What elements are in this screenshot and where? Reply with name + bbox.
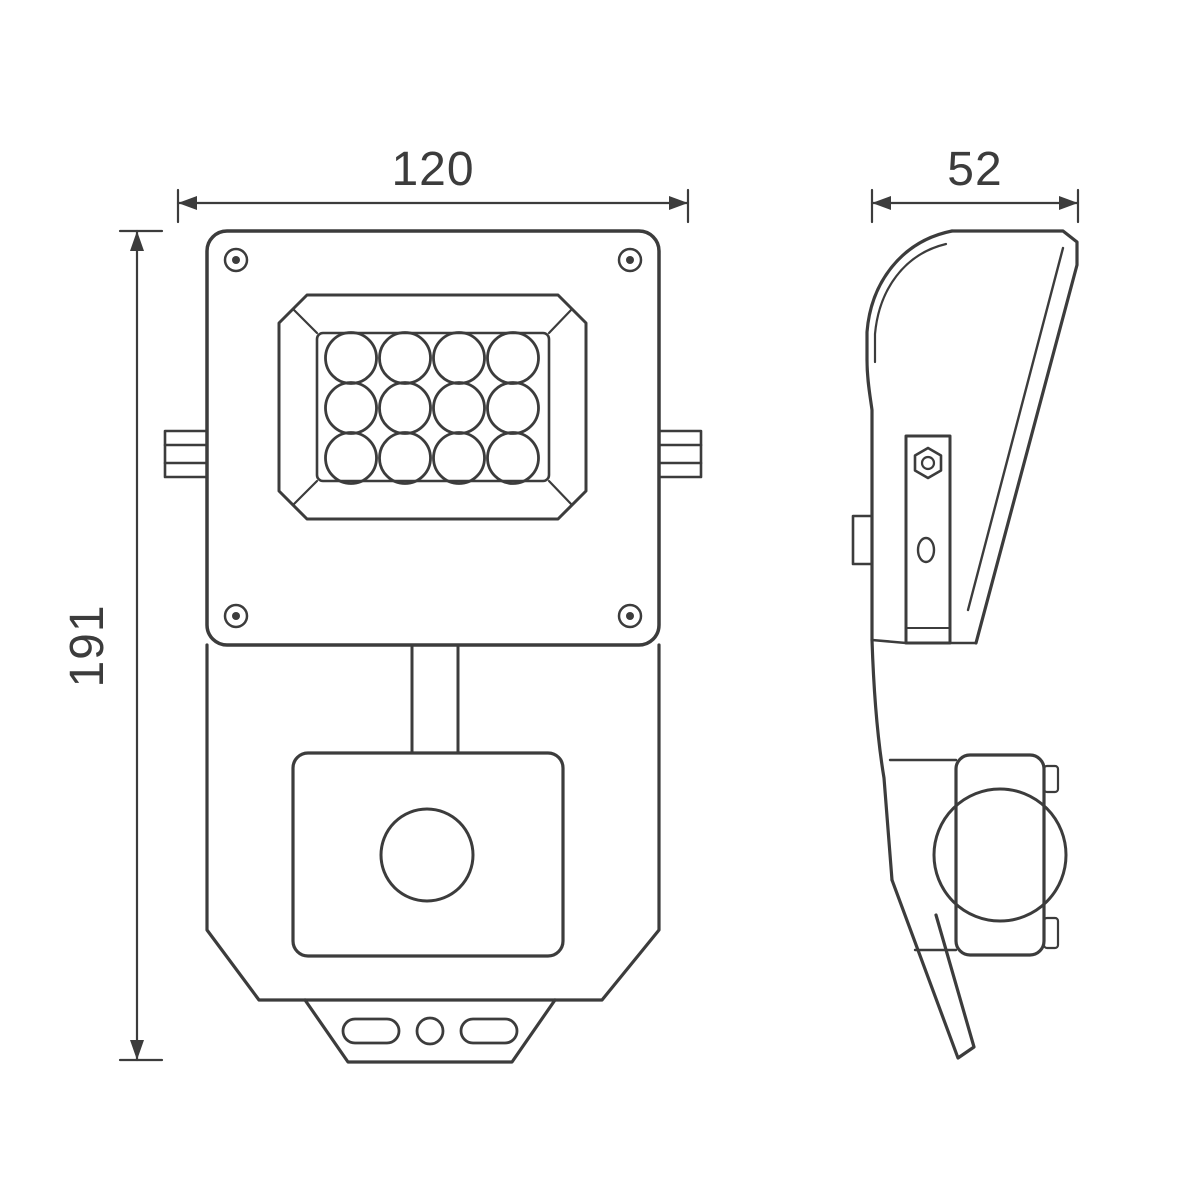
side-sensor-dome: [932, 787, 1068, 923]
led-circle: [378, 381, 432, 435]
side-head-bottom: [870, 638, 908, 645]
dimension-height: 191: [61, 229, 164, 1062]
led-circle: [378, 331, 432, 385]
width-arrow-left-icon: [178, 196, 197, 210]
front-view: [163, 229, 703, 1064]
screw-center: [626, 612, 634, 620]
led-circle: [486, 381, 540, 435]
led-circle: [324, 431, 378, 485]
side-head-front-inner: [873, 242, 948, 364]
depth-arrow-right-icon: [1059, 196, 1078, 210]
led-circle: [432, 431, 486, 485]
front-housing-body: [205, 229, 661, 647]
dimension-depth: 52: [870, 143, 1080, 224]
bracket-slot: [916, 536, 936, 564]
led-circle: [324, 331, 378, 385]
screw-center: [626, 256, 634, 264]
side-tab: [851, 514, 874, 566]
side-head-back-inner: [966, 246, 1065, 612]
bracket-bolt-icon: [913, 446, 943, 480]
lens-frame-outer: [277, 293, 588, 521]
screw-icon: [617, 603, 643, 629]
depth-dimension-label: 52: [947, 143, 1002, 196]
width-arrow-right-icon: [669, 196, 688, 210]
bottom-hole: [415, 1016, 445, 1046]
side-body-edge: [870, 638, 894, 882]
width-dimension-label: 120: [391, 143, 474, 196]
screw-center: [232, 256, 240, 264]
rear-plate: [205, 643, 661, 1064]
side-head-back: [950, 229, 1079, 645]
bottom-slots: [341, 1016, 519, 1046]
cable-slot: [459, 1017, 519, 1045]
side-sensor-housing: [954, 753, 1046, 957]
bevel-line: [547, 307, 574, 335]
side-head-front: [865, 229, 954, 642]
sensor-neck: [410, 643, 460, 755]
led-circle: [378, 431, 432, 485]
pir-sensor-box: [291, 751, 565, 958]
bevel-line: [291, 479, 319, 507]
bevel-line: [291, 307, 319, 335]
led-array: [324, 331, 540, 485]
lens-frame: [277, 293, 588, 521]
height-arrow-bottom-icon: [130, 1040, 144, 1060]
screw-center: [232, 612, 240, 620]
lens-frame-inner: [315, 331, 551, 483]
bevel-line: [547, 479, 574, 507]
dimension-width: 120: [176, 143, 690, 224]
screw-icon: [223, 603, 249, 629]
height-arrow-top-icon: [130, 231, 144, 251]
led-circle: [486, 331, 540, 385]
side-bracket: [904, 434, 952, 645]
corner-screws: [223, 247, 643, 629]
led-circle: [432, 331, 486, 385]
mounting-tab-left: [163, 429, 209, 479]
led-circle: [432, 381, 486, 435]
led-circle: [486, 431, 540, 485]
led-circle: [324, 381, 378, 435]
side-sensor-tab-top: [1042, 764, 1060, 794]
bracket-bolt-center: [920, 455, 936, 471]
screw-icon: [617, 247, 643, 273]
height-dimension-label: 191: [61, 604, 114, 687]
side-bottom-fin: [890, 878, 976, 1060]
depth-arrow-left-icon: [872, 196, 891, 210]
side-sensor-tab-bottom: [1042, 916, 1060, 950]
cable-slot: [341, 1017, 401, 1045]
screw-icon: [223, 247, 249, 273]
pir-sensor-lens: [379, 807, 475, 903]
side-view: [851, 229, 1079, 1060]
mounting-tab-right: [657, 429, 703, 479]
